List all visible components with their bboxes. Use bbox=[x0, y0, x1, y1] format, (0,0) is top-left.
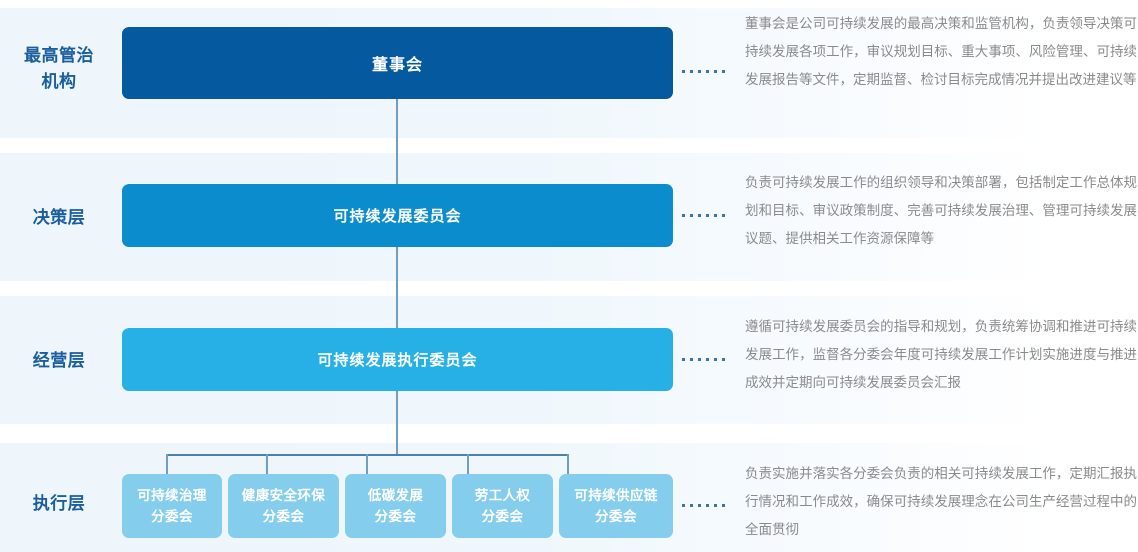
node-sustainability-committee-label: 可持续发展委员会 bbox=[333, 208, 462, 225]
description-management: 遵循可持续发展委员会的指导和规划，负责统筹协调和推进可持续发展工作，监督各分委会… bbox=[745, 319, 1137, 390]
connector-committee-to-exec bbox=[396, 247, 398, 328]
node-board-of-directors-label: 董事会 bbox=[371, 57, 423, 74]
node-subcommittee-low-carbon-development-label: 低碳发展 分委会 bbox=[368, 485, 424, 527]
node-subcommittee-sustainable-governance-label: 可持续治理 分委会 bbox=[137, 485, 207, 527]
node-subcommittee-low-carbon-development[interactable]: 低碳发展 分委会 bbox=[345, 474, 446, 538]
layer-label-execution: 执行层 bbox=[32, 494, 86, 513]
node-board-of-directors[interactable]: 董事会 bbox=[122, 27, 673, 99]
leaf-line1: 可持续治理 bbox=[137, 488, 207, 503]
dotted-connector-row-3 bbox=[682, 358, 728, 361]
leaf-line2: 分委会 bbox=[374, 509, 417, 524]
layer-label-top-governance-line2: 机构 bbox=[41, 72, 77, 91]
node-subcommittee-sustainable-supply-chain[interactable]: 可持续供应链 分委会 bbox=[559, 474, 673, 538]
layer-label-top-governance-line1: 最高管治 bbox=[24, 46, 94, 65]
node-subcommittee-labor-human-rights[interactable]: 劳工人权 分委会 bbox=[452, 474, 553, 538]
leaf-line2: 分委会 bbox=[595, 509, 637, 524]
layer-label-decision: 决策层 bbox=[32, 208, 86, 227]
connector-drop-subcommittee-2 bbox=[266, 454, 268, 475]
node-subcommittee-sustainable-supply-chain-label: 可持续供应链 分委会 bbox=[574, 485, 657, 527]
node-sustainability-exec-committee-label: 可持续发展执行委员会 bbox=[317, 352, 478, 369]
leaf-line1: 劳工人权 bbox=[474, 488, 531, 503]
leaf-line1: 健康安全环保 bbox=[241, 488, 326, 503]
dotted-connector-row-4 bbox=[682, 504, 728, 507]
node-subcommittee-labor-human-rights-label: 劳工人权 分委会 bbox=[475, 485, 531, 527]
connector-drop-subcommittee-1 bbox=[166, 454, 168, 475]
layer-label-top-governance: 最高管治 机构 bbox=[0, 43, 118, 95]
leaf-line1: 低碳发展 bbox=[367, 488, 424, 503]
connector-exec-to-subcommittees bbox=[396, 391, 398, 455]
node-subcommittee-health-safety-environment[interactable]: 健康安全环保 分委会 bbox=[228, 474, 339, 538]
description-decision: 负责可持续发展工作的组织领导和决策部署，包括制定工作总体规划和目标、审议政策制度… bbox=[745, 175, 1137, 246]
leaf-line2: 分委会 bbox=[262, 509, 305, 524]
connector-drop-subcommittee-3 bbox=[366, 454, 368, 475]
connector-board-to-committee bbox=[396, 99, 398, 184]
node-subcommittee-health-safety-environment-label: 健康安全环保 分委会 bbox=[242, 485, 325, 527]
node-sustainability-exec-committee[interactable]: 可持续发展执行委员会 bbox=[122, 328, 673, 391]
dotted-connector-row-1 bbox=[682, 70, 728, 73]
node-sustainability-committee[interactable]: 可持续发展委员会 bbox=[122, 184, 673, 247]
dotted-connector-row-2 bbox=[682, 214, 728, 217]
leaf-line1: 可持续供应链 bbox=[574, 488, 658, 503]
connector-drop-subcommittee-4 bbox=[467, 454, 469, 475]
description-top-governance: 董事会是公司可持续发展的最高决策和监管机构，负责领导决策可持续发展各项工作，审议… bbox=[745, 16, 1137, 87]
layer-label-management: 经营层 bbox=[32, 351, 86, 370]
connector-drop-subcommittee-5 bbox=[567, 454, 569, 475]
description-execution: 负责实施并落实各分委会负责的相关可持续发展工作，定期汇报执行情况和工作成效，确保… bbox=[745, 466, 1137, 537]
leaf-line2: 分委会 bbox=[151, 509, 193, 524]
leaf-line2: 分委会 bbox=[481, 509, 524, 524]
node-subcommittee-sustainable-governance[interactable]: 可持续治理 分委会 bbox=[122, 474, 222, 538]
